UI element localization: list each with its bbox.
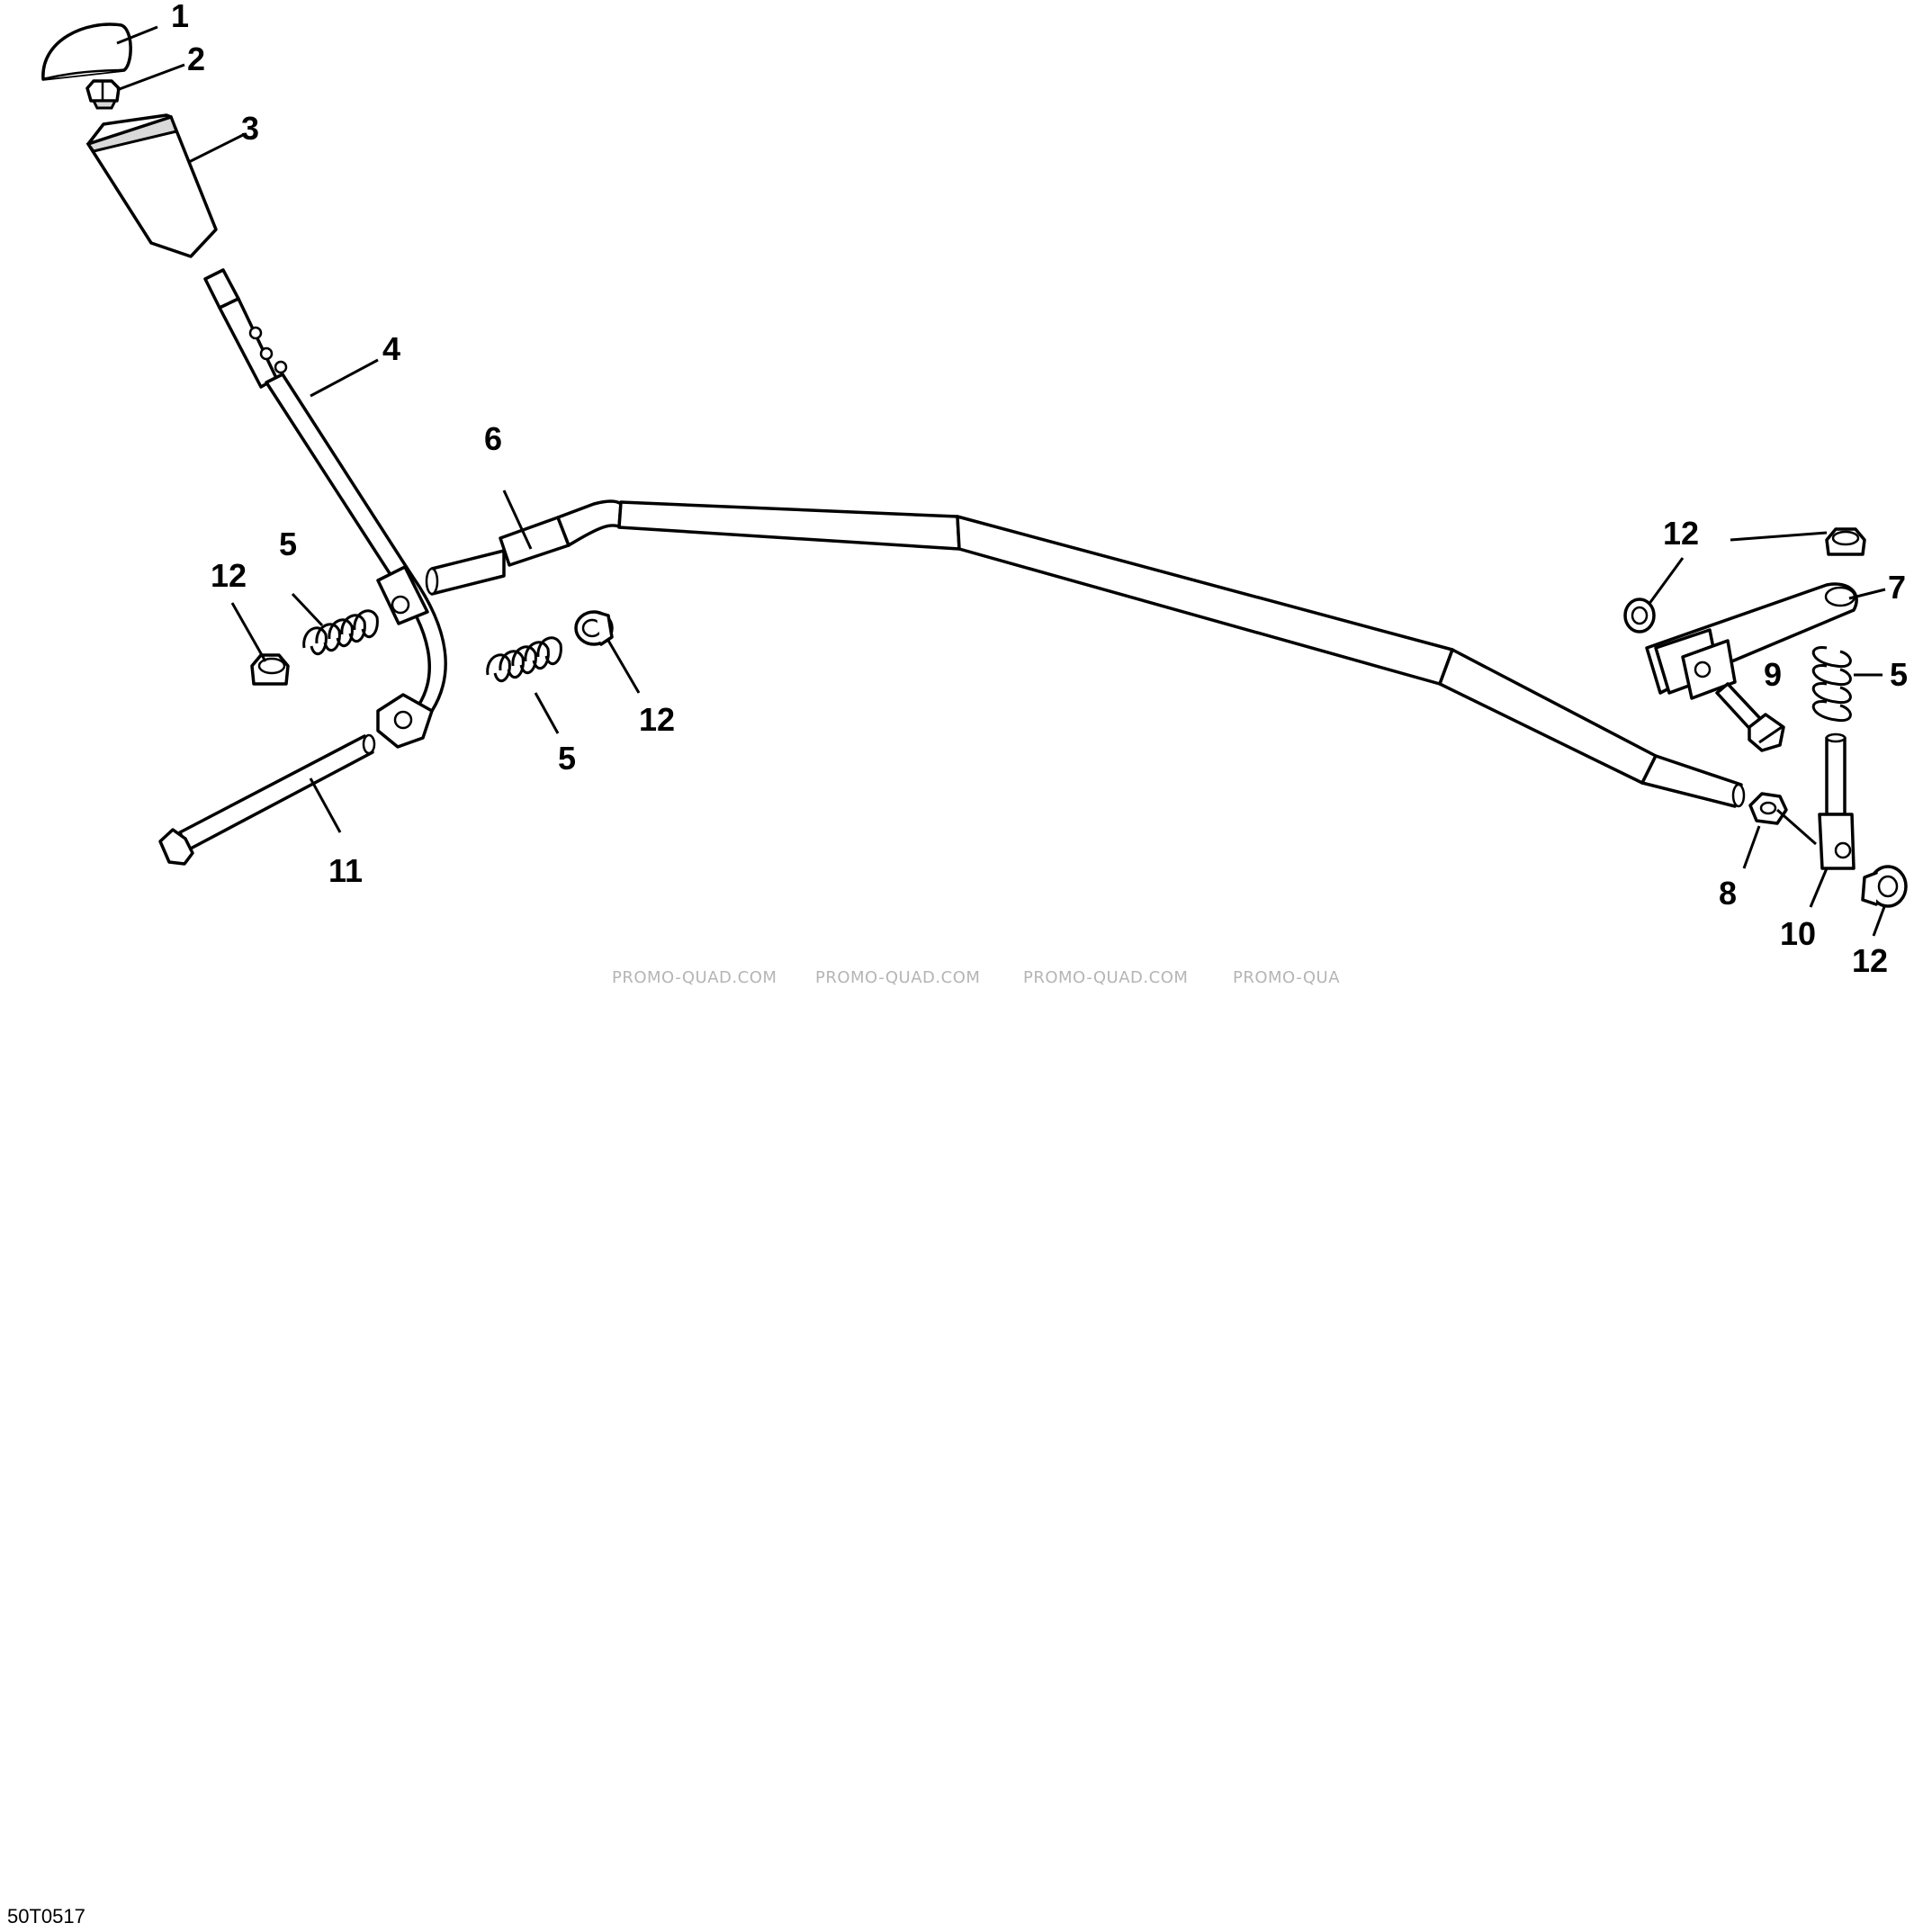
- callout-8: 8: [1719, 875, 1737, 912]
- spring-right: [1811, 646, 1852, 723]
- knob-cap: [41, 22, 132, 81]
- callout-6: 6: [484, 420, 502, 457]
- flange-nut-center: [574, 610, 614, 646]
- flange-nut-top-right: [1825, 527, 1866, 556]
- diagram-reference-code: 50T0517: [7, 1905, 85, 1928]
- callout-3: 3: [241, 110, 259, 147]
- callout-12-bottom-right: 12: [1852, 942, 1888, 979]
- flange-nut-bottom-right: [1861, 865, 1908, 908]
- callout-10: 10: [1780, 915, 1816, 952]
- shift-lever: [203, 268, 447, 749]
- watermark-1: PROMO-QUAD.COM: [612, 968, 777, 987]
- leader-lines: [116, 25, 1887, 937]
- clevis-end: [1818, 732, 1856, 870]
- callout-11: 11: [328, 852, 363, 889]
- callout-4: 4: [382, 330, 400, 367]
- watermark-3: PROMO-QUAD.COM: [1023, 968, 1188, 987]
- callout-12-top-right: 12: [1663, 515, 1699, 552]
- arm-bolt: [1715, 682, 1785, 752]
- watermark-4: PROMO-QUA: [1233, 968, 1340, 987]
- spring-left: [302, 609, 379, 656]
- callout-5-left: 5: [279, 526, 297, 562]
- shift-arm: [1645, 582, 1858, 700]
- callout-12-left: 12: [211, 557, 247, 594]
- spring-middle: [486, 636, 562, 683]
- callout-9: 9: [1764, 656, 1782, 693]
- shift-knob: [85, 113, 218, 258]
- callout-5-right: 5: [1890, 656, 1908, 693]
- long-bolt: [158, 733, 376, 866]
- callout-1: 1: [171, 0, 189, 34]
- flange-nut-clevis: [1623, 598, 1656, 634]
- callout-7: 7: [1888, 569, 1906, 606]
- watermark-2: PROMO-QUAD.COM: [815, 968, 980, 987]
- callout-5-center: 5: [558, 740, 576, 777]
- callout-12-center: 12: [639, 701, 675, 738]
- rod-nut: [1748, 792, 1788, 825]
- callout-2: 2: [187, 40, 205, 77]
- knob-nut: [85, 79, 121, 110]
- flange-nut-left: [250, 653, 290, 686]
- shift-rod: [425, 499, 1746, 808]
